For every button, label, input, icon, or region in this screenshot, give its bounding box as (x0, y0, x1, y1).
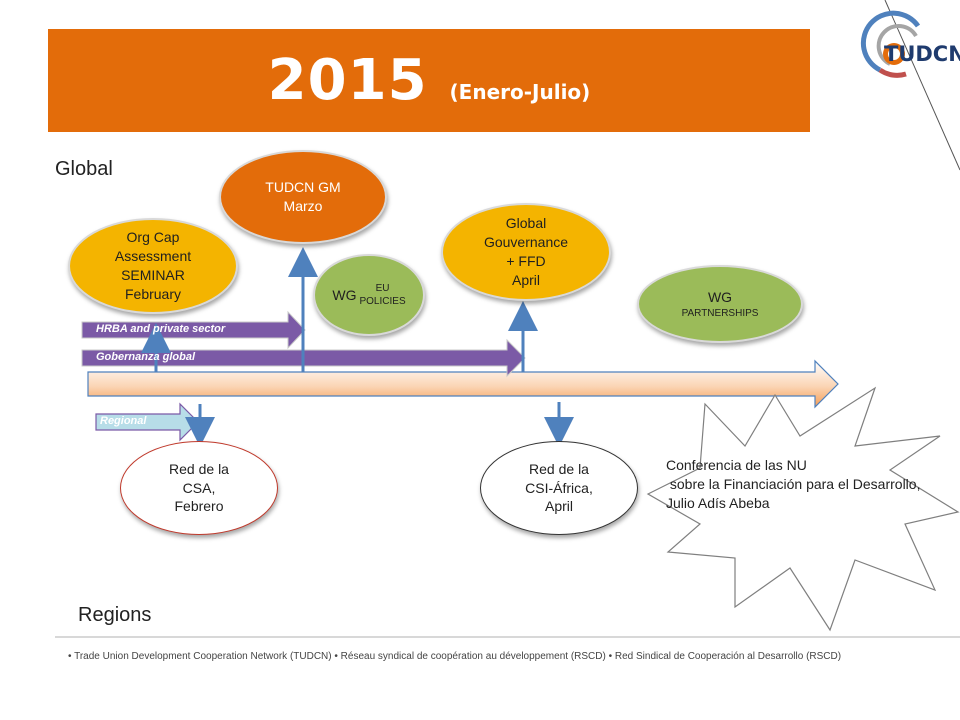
wg-eu-policies-label: EU POLICIES (359, 282, 406, 308)
conference-burst-text: Conferencia de las NU sobre la Financiac… (666, 457, 921, 511)
hrba-arrow-label: HRBA and private sector (96, 323, 226, 335)
gobernanza-arrow-label: Gobernanza global (96, 351, 196, 363)
footer-network-names: • Trade Union Development Cooperation Ne… (68, 651, 842, 662)
tudcn-gm-bubble: TUDCN GM Marzo (219, 150, 387, 244)
conference-burst (646, 386, 960, 632)
wg-partnerships-label: PARTNERSHIPS (681, 307, 759, 319)
title-year: 2015 (267, 48, 428, 113)
wg-eu-policies-bubble: WG EU POLICIES (313, 254, 425, 336)
wg-partnerships-wg-label: WG (707, 288, 733, 305)
section-label-global: Global (55, 158, 113, 180)
regional-arrow-label: Regional (100, 415, 147, 427)
tudcn-logo: TUDCN (850, 8, 960, 88)
title-period: (Enero-Julio) (449, 79, 591, 104)
red-csi-africa-bubble: Red de la CSI-África, April (480, 441, 638, 535)
wg-eu-label: WG (332, 286, 357, 303)
logo-arcs-icon (860, 10, 921, 78)
org-cap-seminar-bubble: Org Cap Assessment SEMINAR February (68, 218, 238, 314)
red-csa-bubble: Red de la CSA, Febrero (120, 441, 278, 535)
wg-partnerships-bubble: WG PARTNERSHIPS (637, 265, 803, 343)
hrba-arrow (81, 310, 306, 350)
global-gouvernance-bubble: Global Gouvernance + FFD April (441, 203, 611, 301)
title-bar: 2015 (Enero-Julio) (48, 29, 810, 132)
main-timeline-arrow (87, 359, 839, 409)
section-label-regions: Regions (78, 604, 152, 626)
logo-text: TUDCN (884, 42, 960, 66)
